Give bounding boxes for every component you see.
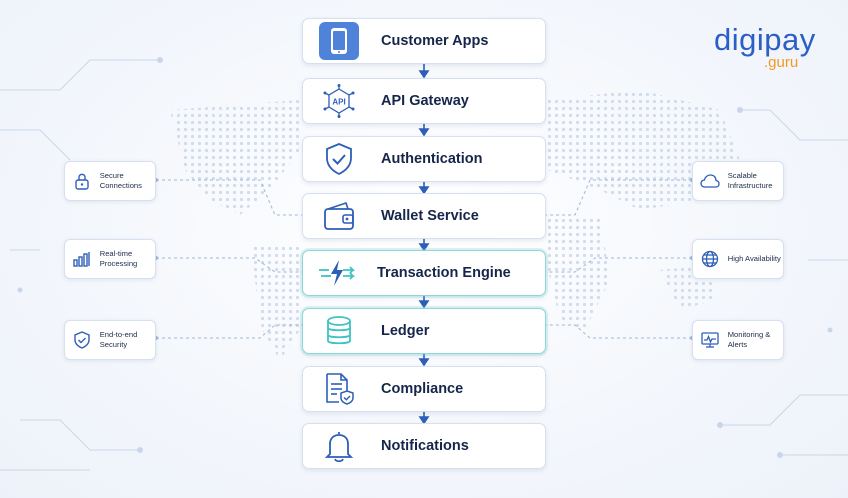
database-icon: [319, 311, 359, 351]
cloud-icon: [699, 174, 721, 188]
feature-label: High Availability: [727, 254, 781, 263]
layer-label: Ledger: [381, 323, 430, 339]
api-icon-text: API: [332, 98, 345, 107]
document-shield-icon: [319, 369, 359, 409]
feature-label: Scalable Infrastructure: [727, 171, 773, 190]
smartphone-icon: [319, 22, 359, 60]
feature-high-availability: High Availability: [692, 239, 784, 279]
layer-notifications[interactable]: Notifications: [302, 423, 546, 469]
layer-customer-apps[interactable]: Customer Apps: [302, 18, 546, 64]
layer-authentication[interactable]: Authentication: [302, 136, 546, 182]
bar-chart-icon: [71, 251, 93, 267]
layer-label: Notifications: [381, 438, 469, 454]
feature-end-to-end-security: End-to-end Security: [64, 320, 156, 360]
lock-icon: [71, 172, 93, 190]
feature-connectors: [156, 179, 692, 339]
feature-real-time-processing: Real-time Processing: [64, 239, 156, 279]
logo-text-digi: digi: [714, 22, 765, 57]
layer-label: Compliance: [381, 381, 464, 397]
shield-check-icon: [71, 331, 93, 349]
layer-wallet-service[interactable]: Wallet Service: [302, 193, 546, 239]
layer-ledger[interactable]: Ledger: [302, 308, 546, 354]
feature-label: End-to-end Security: [99, 330, 138, 349]
feature-scalable-infrastructure: Scalable Infrastructure: [692, 161, 784, 201]
feature-label: Secure Connections: [99, 171, 142, 190]
digipay-logo: digipay .guru: [714, 24, 824, 84]
layer-transaction-engine[interactable]: Transaction Engine: [302, 250, 546, 296]
feature-monitoring-alerts: Monitoring & Alerts: [692, 320, 784, 360]
wallet-icon: [319, 196, 359, 236]
layer-label: Wallet Service: [381, 208, 479, 224]
monitor-icon: [699, 332, 721, 348]
flow-arrows: [418, 62, 430, 425]
logo-text-pay: pay: [764, 22, 816, 57]
feature-label: Monitoring & Alerts: [727, 330, 771, 349]
bell-icon: [319, 426, 359, 466]
layer-label: Authentication: [381, 151, 483, 167]
shield-check-icon: [319, 139, 359, 179]
layer-label: Customer Apps: [381, 33, 489, 49]
globe-icon: [699, 250, 721, 268]
layer-label: API Gateway: [381, 93, 469, 109]
layer-label: Transaction Engine: [377, 265, 511, 281]
logo-text-guru: .guru: [764, 54, 799, 71]
lightning-transfer-icon: [315, 253, 359, 293]
layer-compliance[interactable]: Compliance: [302, 366, 546, 412]
circuit-lines: [0, 57, 848, 471]
feature-secure-connections: Secure Connections: [64, 161, 156, 201]
layer-api-gateway[interactable]: API API Gateway: [302, 78, 546, 124]
api-network-icon: API: [319, 81, 359, 121]
feature-label: Real-time Processing: [99, 249, 138, 268]
